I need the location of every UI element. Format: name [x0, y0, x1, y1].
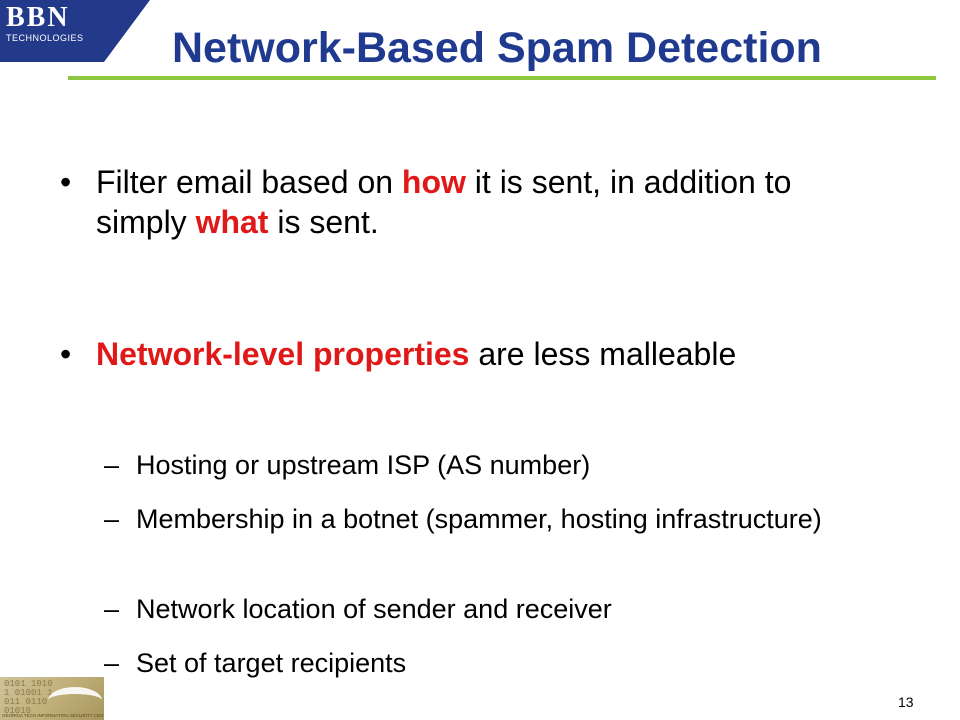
sub-bullet-3: – Network location of sender and receive… [104, 592, 874, 626]
sub-bullet-dash: – [104, 450, 120, 480]
sub-bullet-dash: – [104, 594, 120, 624]
logo-caption: GEORGIA TECH INFORMATION SECURITY CENTER [2, 713, 104, 718]
bullet-1-emphasis-what: what [195, 204, 269, 240]
sub-bullet-4: – Set of target recipients [104, 646, 874, 680]
bullet-1: • Filter email based on how it is sent, … [60, 162, 830, 242]
sub-bullet-text: Membership in a botnet (spammer, hosting… [136, 504, 822, 534]
logo-subtitle: TECHNOLOGIES [6, 33, 84, 43]
bullet-2: • Network-level properties are less mall… [60, 334, 830, 374]
bullet-1-part-3: is sent. [268, 204, 379, 240]
logo-mark: BBN [6, 2, 70, 33]
logo-swoosh [48, 687, 102, 714]
page-number: 13 [898, 694, 914, 710]
logo-binary-pattern: 0101 10101 01001 1011 0110 01010 [4, 679, 53, 716]
bullet-1-part-1: Filter email based on [96, 164, 402, 200]
slide-title: Network-Based Spam Detection [172, 24, 822, 72]
sub-bullet-1: – Hosting or upstream ISP (AS number) [104, 448, 874, 482]
bullet-dot: • [60, 164, 72, 200]
sub-bullet-2: – Membership in a botnet (spammer, hosti… [104, 502, 874, 536]
title-underline [68, 76, 936, 80]
sub-bullet-dash: – [104, 504, 120, 534]
bullet-2-part-1: are less malleable [469, 336, 737, 372]
bullet-1-text: Filter email based on how it is sent, in… [96, 162, 830, 242]
bullet-dot: • [60, 336, 72, 372]
bbn-logo: BBN TECHNOLOGIES [6, 2, 84, 44]
sub-bullet-text: Set of target recipients [136, 648, 407, 678]
sub-bullet-text: Network location of sender and receiver [136, 594, 612, 624]
bullet-2-text: Network-level properties are less mallea… [96, 334, 736, 374]
bullet-1-emphasis-how: how [401, 164, 466, 200]
sub-bullet-text: Hosting or upstream ISP (AS number) [136, 450, 591, 480]
sub-bullet-dash: – [104, 648, 120, 678]
bullet-2-emphasis: Network-level properties [96, 336, 470, 372]
bullet-1-part-2: it is sent, in addition to simply [96, 164, 792, 240]
gtisc-logo: 0101 10101 01001 1011 0110 01010 GEORGIA… [0, 677, 104, 720]
